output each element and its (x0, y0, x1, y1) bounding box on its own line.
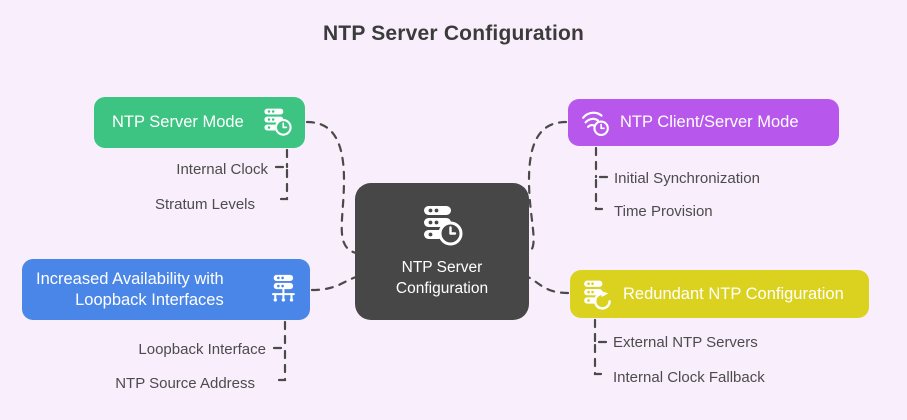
branch-node-server-mode[interactable]: NTP Server Mode (94, 97, 305, 148)
leaf-label-loopback-interface: Loopback Interface (138, 341, 266, 358)
branch-label-server-mode: NTP Server Mode (112, 113, 244, 132)
server-clock-icon (419, 204, 465, 248)
connector-redundant (526, 275, 570, 295)
connector-leaf-server-mode (272, 165, 289, 201)
wifi-clock-icon (580, 108, 611, 138)
page-title: NTP Server Configuration (322, 22, 585, 45)
connector-leaf-redundant (593, 340, 609, 376)
server-refresh-icon (582, 279, 614, 310)
connector-leaf-loopback (270, 346, 287, 382)
branch-node-loopback[interactable]: Increased Availability with Loopback Int… (22, 259, 310, 320)
branch-label-client-server: NTP Client/Server Mode (620, 113, 799, 132)
connector-server-mode (305, 120, 358, 255)
leaf-label-ntp-source-address: NTP Source Address (115, 375, 255, 392)
center-node[interactable]: NTP Server Configuration (355, 183, 529, 320)
leaf-label-initial-synchronization: Initial Synchronization (614, 170, 760, 187)
leaf-label-time-provision: Time Provision (614, 203, 713, 220)
connector-loopback (310, 275, 358, 292)
leaf-label-internal-clock-fallback: Internal Clock Fallback (613, 369, 765, 386)
branch-node-client-server[interactable]: NTP Client/Server Mode (568, 99, 839, 146)
branch-label-redundant: Redundant NTP Configuration (623, 284, 844, 303)
connector-client-server (526, 120, 568, 255)
leaf-label-external-ntp-servers: External NTP Servers (613, 334, 758, 351)
server-network-icon (266, 273, 300, 306)
center-node-label: NTP Server Configuration (395, 259, 489, 297)
leaf-label-internal-clock: Internal Clock (176, 161, 268, 178)
branch-node-redundant[interactable]: Redundant NTP Configuration (570, 270, 869, 318)
branch-label-loopback: Increased Availability with Loopback Int… (36, 270, 224, 309)
connector-leaf-client-server (594, 175, 610, 211)
leaf-label-stratum-levels: Stratum Levels (154, 196, 255, 213)
server-clock-icon (261, 107, 293, 138)
